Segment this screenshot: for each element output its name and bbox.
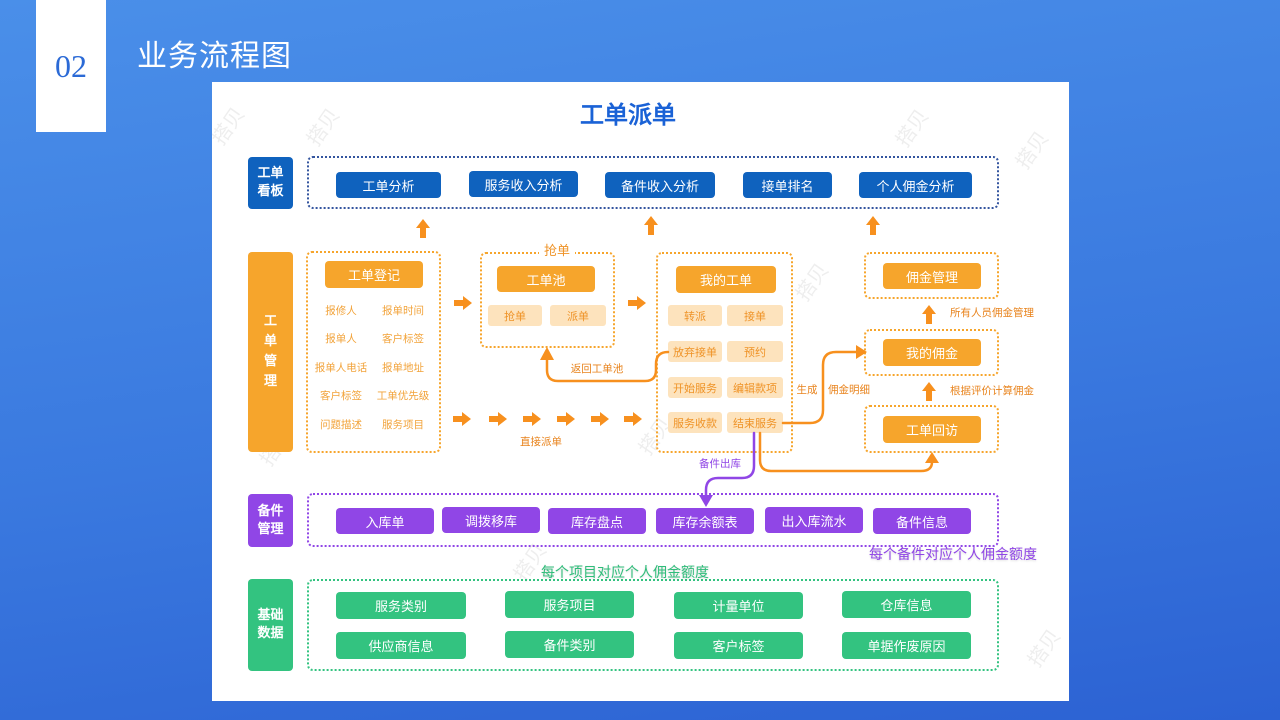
order-management-row-label-text: 工单管理 bbox=[263, 314, 277, 389]
followup-arrowhead bbox=[925, 452, 939, 463]
registration-field: 客户标签 bbox=[382, 333, 424, 345]
right-arrow-icon bbox=[453, 412, 471, 426]
slide-number-box: 02 bbox=[36, 0, 106, 132]
order-ranking-node: 接单排名 bbox=[743, 172, 832, 198]
registration-field: 报单人 bbox=[325, 333, 357, 345]
inbound-order-node: 入库单 bbox=[336, 508, 434, 534]
registration-field: 报单人电话 bbox=[314, 362, 368, 374]
order-management-row-label: 工单管理 bbox=[248, 252, 293, 452]
base-data-row-label-text: 基础数据 bbox=[257, 608, 284, 641]
parts-management-row-label: 备件管理 bbox=[248, 494, 293, 547]
order-registration-group bbox=[306, 251, 441, 453]
generate-label: 生成 bbox=[796, 384, 818, 396]
right-arrow-icon bbox=[628, 296, 646, 310]
order-registration-node: 工单登记 bbox=[325, 261, 423, 288]
parts-management-group bbox=[307, 493, 999, 547]
registration-field: 报修人 bbox=[325, 305, 357, 317]
abandon-order-action: 放弃接单 bbox=[668, 341, 722, 362]
parts-revenue-analysis-node: 备件收入分析 bbox=[605, 172, 715, 198]
registration-field: 报单地址 bbox=[382, 362, 424, 374]
unit-of-measure-node: 计量单位 bbox=[674, 592, 803, 619]
accept-order-action: 接单 bbox=[727, 305, 783, 326]
commission-management-node: 佣金管理 bbox=[883, 263, 981, 289]
return-to-pool-label: 返回工单池 bbox=[570, 363, 624, 375]
all-staff-commission-label: 所有人员佣金管理 bbox=[950, 307, 1034, 319]
right-arrow-icon bbox=[489, 412, 507, 426]
parts-outbound-label: 备件出库 bbox=[699, 458, 741, 470]
diagram-panel: 搭贝 搭贝 搭贝 搭贝 搭贝 搭贝 搭贝 搭贝 搭贝 工单派单 工单看板 工单分… bbox=[212, 82, 1069, 701]
up-arrow-icon bbox=[922, 382, 936, 401]
my-orders-group bbox=[656, 252, 793, 453]
service-item-node: 服务项目 bbox=[505, 591, 634, 618]
right-arrow-icon bbox=[624, 412, 642, 426]
order-followup-group bbox=[864, 405, 999, 453]
commission-by-rating-label: 根据评价计算佣金 bbox=[950, 385, 1034, 397]
stock-balance-node: 库存余额表 bbox=[656, 508, 754, 534]
customer-tag-node: 客户标签 bbox=[674, 632, 803, 659]
commission-detail-label: 佣金明细 bbox=[828, 384, 870, 396]
dispatch-order-action: 派单 bbox=[550, 305, 606, 326]
edit-charges-action: 编辑款项 bbox=[727, 377, 783, 398]
service-revenue-analysis-node: 服务收入分析 bbox=[469, 171, 578, 197]
void-reason-node: 单据作废原因 bbox=[842, 632, 971, 659]
work-order-analysis-node: 工单分析 bbox=[336, 172, 441, 198]
dashboard-row-label: 工单看板 bbox=[248, 157, 293, 209]
order-pool-node: 工单池 bbox=[497, 266, 595, 292]
parts-outbound-connector bbox=[704, 431, 756, 498]
right-arrow-icon bbox=[557, 412, 575, 426]
project-commission-note: 每个项目对应个人佣金额度 bbox=[541, 565, 709, 581]
finish-service-action: 结束服务 bbox=[727, 412, 783, 433]
parts-outbound-arrowhead bbox=[699, 495, 713, 507]
dashboard-row-label-text: 工单看板 bbox=[257, 166, 284, 199]
appointment-action: 预约 bbox=[727, 341, 783, 362]
up-arrow-icon bbox=[922, 305, 936, 324]
grab-order-caption: 抢单 bbox=[539, 243, 575, 261]
transfer-action: 转派 bbox=[668, 305, 722, 326]
base-data-group bbox=[307, 579, 999, 671]
generate-commission-arrowhead bbox=[856, 345, 867, 359]
diagram-title: 工单派单 bbox=[580, 101, 676, 129]
return-to-pool-connector bbox=[545, 350, 670, 383]
service-payment-action: 服务收款 bbox=[668, 412, 722, 433]
registration-field: 服务项目 bbox=[382, 419, 424, 431]
right-arrow-icon bbox=[591, 412, 609, 426]
direct-dispatch-label: 直接派单 bbox=[520, 436, 562, 448]
my-commission-node: 我的佣金 bbox=[883, 339, 981, 366]
slide-number: 02 bbox=[55, 48, 87, 84]
connector-layer bbox=[416, 216, 939, 507]
registration-field: 客户标签 bbox=[320, 390, 362, 402]
my-orders-node: 我的工单 bbox=[676, 266, 776, 293]
slide-title: 业务流程图 bbox=[137, 39, 292, 74]
service-category-node: 服务类别 bbox=[336, 592, 466, 619]
stock-flow-node: 出入库流水 bbox=[765, 507, 863, 533]
generate-commission-connector bbox=[781, 350, 859, 425]
parts-commission-note: 每个备件对应个人佣金额度 bbox=[869, 547, 1037, 563]
stock-count-node: 库存盘点 bbox=[548, 508, 646, 534]
transfer-stock-node: 调拨移库 bbox=[442, 507, 540, 533]
return-to-pool-arrowhead bbox=[540, 347, 554, 360]
up-arrow-icon bbox=[416, 219, 430, 238]
parts-category-node: 备件类别 bbox=[505, 631, 634, 658]
parts-info-node: 备件信息 bbox=[873, 508, 971, 534]
commission-management-group bbox=[864, 252, 999, 299]
dashboard-group bbox=[307, 156, 999, 209]
parts-management-row-label-text: 备件管理 bbox=[257, 503, 284, 537]
followup-connector bbox=[758, 431, 934, 473]
right-arrow-icon bbox=[523, 412, 541, 426]
warehouse-info-node: 仓库信息 bbox=[842, 591, 971, 618]
registration-field: 问题描述 bbox=[320, 419, 362, 431]
order-followup-node: 工单回访 bbox=[883, 416, 981, 443]
registration-field: 报单时间 bbox=[382, 305, 424, 317]
supplier-info-node: 供应商信息 bbox=[336, 632, 466, 659]
right-arrow-icon bbox=[454, 296, 472, 310]
start-service-action: 开始服务 bbox=[668, 377, 722, 398]
grab-order-action: 抢单 bbox=[488, 305, 542, 326]
base-data-row-label: 基础数据 bbox=[248, 579, 293, 671]
registration-field: 工单优先级 bbox=[376, 390, 430, 402]
up-arrow-icon bbox=[644, 216, 658, 235]
up-arrow-icon bbox=[866, 216, 880, 235]
personal-commission-analysis-node: 个人佣金分析 bbox=[859, 172, 972, 198]
